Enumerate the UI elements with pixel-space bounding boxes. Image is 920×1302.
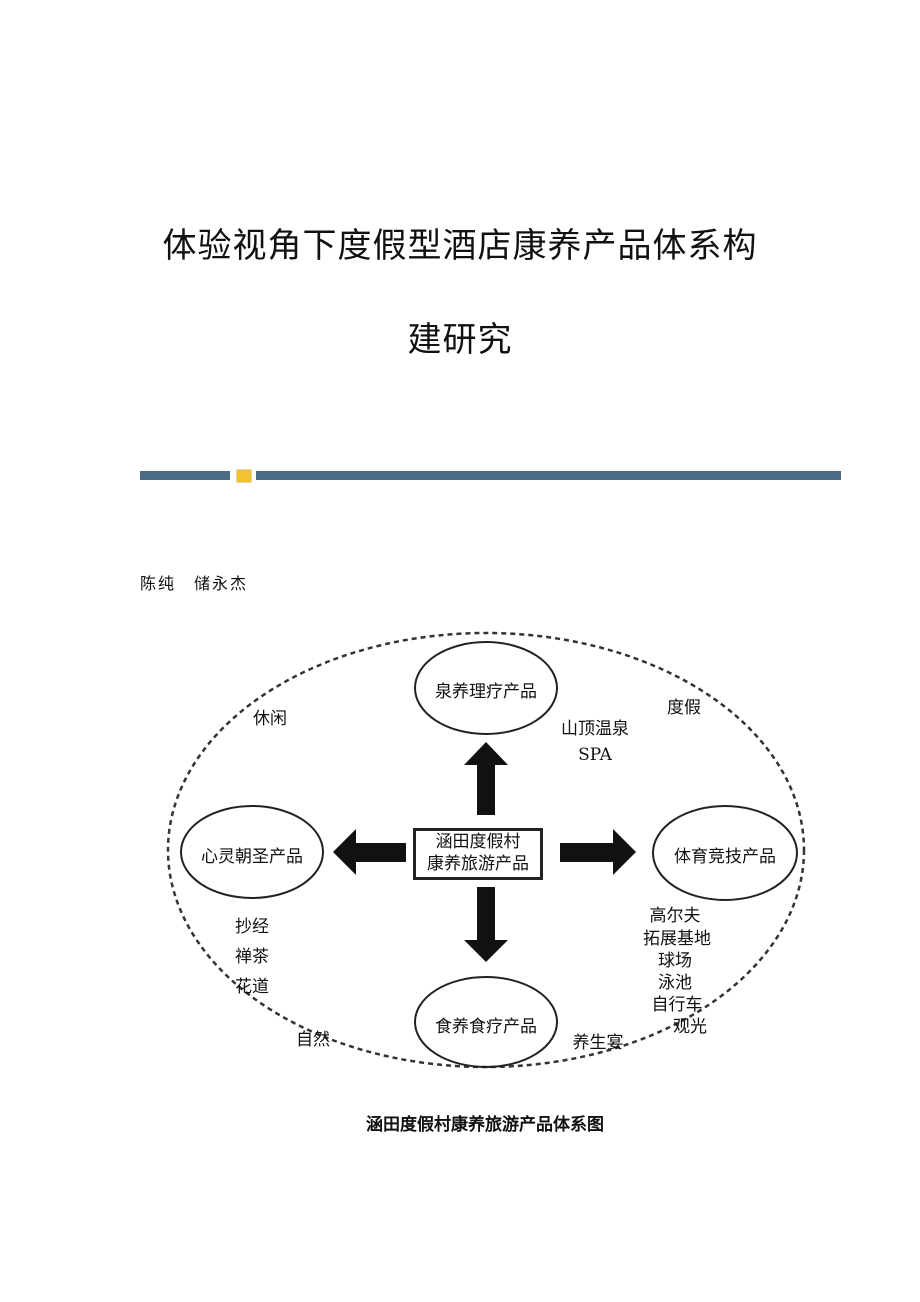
right-item: 拓展基地 bbox=[643, 929, 711, 949]
left-item: 花道 bbox=[235, 977, 269, 997]
arrow-down bbox=[464, 887, 508, 962]
top-item: 山顶温泉 bbox=[561, 719, 629, 739]
center-line1: 涵田度假村 bbox=[435, 832, 521, 852]
node-left-label: 心灵朝圣产品 bbox=[201, 847, 303, 867]
node-ellipse-top bbox=[414, 641, 558, 735]
node-ellipse-left bbox=[180, 805, 324, 899]
right-item: 高尔夫 bbox=[649, 906, 701, 926]
corner-label-vacation: 度假 bbox=[667, 698, 701, 718]
node-ellipse-bottom bbox=[414, 976, 558, 1068]
divider-left bbox=[140, 471, 230, 480]
document-title-line1: 体验视角下度假型酒店康养产品体系构 bbox=[162, 226, 758, 266]
right-item: 球场 bbox=[658, 951, 692, 971]
right-item: 泳池 bbox=[658, 973, 692, 993]
right-item: 观光 bbox=[673, 1017, 707, 1037]
arrow-left bbox=[333, 829, 406, 875]
node-right-label: 体育竞技产品 bbox=[674, 847, 776, 867]
left-item: 抄经 bbox=[235, 917, 269, 937]
document-title-line2: 建研究 bbox=[407, 320, 513, 360]
authors: 陈纯 储永杰 bbox=[140, 574, 249, 593]
top-item: SPA bbox=[578, 745, 612, 765]
bottom-item: 养生宴 bbox=[572, 1033, 624, 1053]
left-item: 禅茶 bbox=[235, 947, 269, 967]
center-line2: 康养旅游产品 bbox=[427, 854, 529, 874]
corner-label-nature: 自然 bbox=[296, 1030, 330, 1050]
divider-right bbox=[256, 471, 841, 480]
corner-label-leisure: 休闲 bbox=[253, 709, 287, 729]
node-top-label: 泉养理疗产品 bbox=[435, 682, 537, 702]
figure-caption: 涵田度假村康养旅游产品体系图 bbox=[366, 1115, 604, 1135]
right-item: 自行车 bbox=[651, 995, 703, 1015]
arrow-up bbox=[464, 742, 508, 815]
divider-badge-icon bbox=[236, 469, 252, 483]
node-bottom-label: 食养食疗产品 bbox=[435, 1017, 537, 1037]
arrow-right bbox=[560, 829, 636, 875]
center-box: 涵田度假村 康养旅游产品 bbox=[413, 828, 543, 880]
node-ellipse-right bbox=[652, 805, 798, 901]
